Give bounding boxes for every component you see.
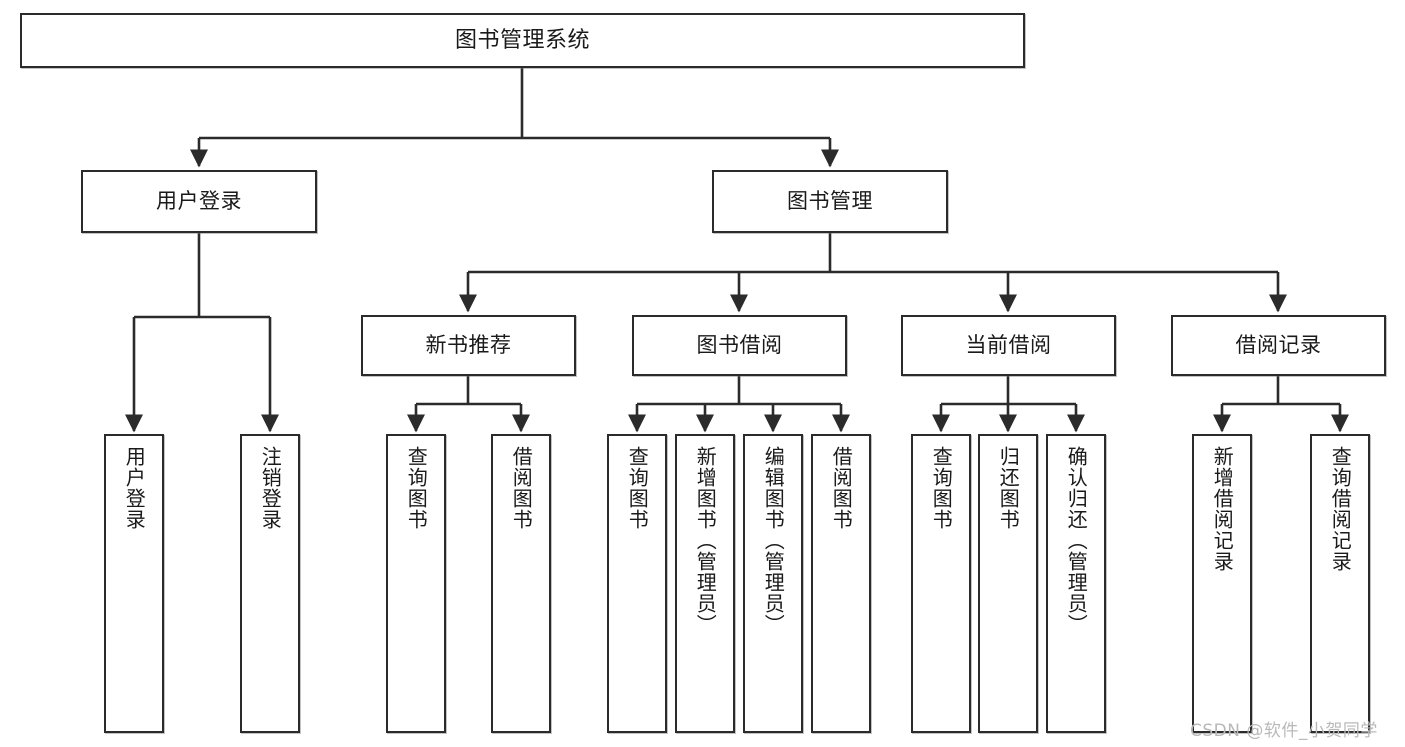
leaf-user-login[interactable]: 用户登录: [104, 434, 164, 733]
node-book-management[interactable]: 图书管理: [712, 170, 948, 233]
node-current-borrow[interactable]: 当前借阅: [901, 315, 1116, 376]
node-label: 查询借阅记录: [1328, 446, 1353, 572]
watermark-csdn: CSDN @软件_小贺同学: [1190, 721, 1378, 741]
node-label: 查询图书: [625, 446, 650, 530]
node-label: 新增图书（管理员）: [693, 446, 718, 635]
leaf-query-book-2[interactable]: 查询图书: [607, 434, 667, 733]
node-new-book-recommend[interactable]: 新书推荐: [361, 315, 576, 376]
node-root-system[interactable]: 图书管理系统: [20, 13, 1025, 68]
node-label: 归还图书: [996, 446, 1021, 530]
leaf-confirm-return[interactable]: 确认归还（管理员）: [1046, 434, 1106, 733]
leaf-query-book-3[interactable]: 查询图书: [911, 434, 971, 733]
node-label: 查询图书: [404, 446, 429, 530]
leaf-query-book-1[interactable]: 查询图书: [386, 434, 446, 733]
node-book-borrow[interactable]: 图书借阅: [632, 315, 847, 376]
node-label: 确认归还（管理员）: [1064, 446, 1089, 635]
node-label: 借阅图书: [509, 446, 534, 530]
node-label: 当前借阅: [965, 333, 1052, 358]
node-label: 注销登录: [258, 446, 283, 530]
leaf-edit-book[interactable]: 编辑图书（管理员）: [743, 434, 803, 733]
node-borrow-record[interactable]: 借阅记录: [1171, 315, 1386, 376]
node-label: 借阅图书: [829, 446, 854, 530]
leaf-add-book[interactable]: 新增图书（管理员）: [675, 434, 735, 733]
node-user-login[interactable]: 用户登录: [81, 170, 317, 233]
node-label: 图书借阅: [696, 333, 783, 358]
leaf-query-record[interactable]: 查询借阅记录: [1310, 434, 1370, 733]
node-label: 编辑图书（管理员）: [761, 446, 786, 635]
node-label: 新增借阅记录: [1210, 446, 1235, 572]
leaf-borrow-book-2[interactable]: 借阅图书: [811, 434, 871, 733]
node-label: 图书管理: [787, 189, 873, 214]
node-label: 查询图书: [929, 446, 954, 530]
leaf-user-logout[interactable]: 注销登录: [240, 434, 300, 733]
node-label: 借阅记录: [1235, 333, 1322, 358]
leaf-return-book[interactable]: 归还图书: [978, 434, 1038, 733]
node-label: 用户登录: [156, 189, 242, 214]
leaf-borrow-book-1[interactable]: 借阅图书: [491, 434, 551, 733]
node-label: 用户登录: [122, 446, 147, 530]
leaf-add-record[interactable]: 新增借阅记录: [1192, 434, 1252, 733]
node-label: 图书管理系统: [454, 27, 590, 53]
node-label: 新书推荐: [425, 333, 512, 358]
